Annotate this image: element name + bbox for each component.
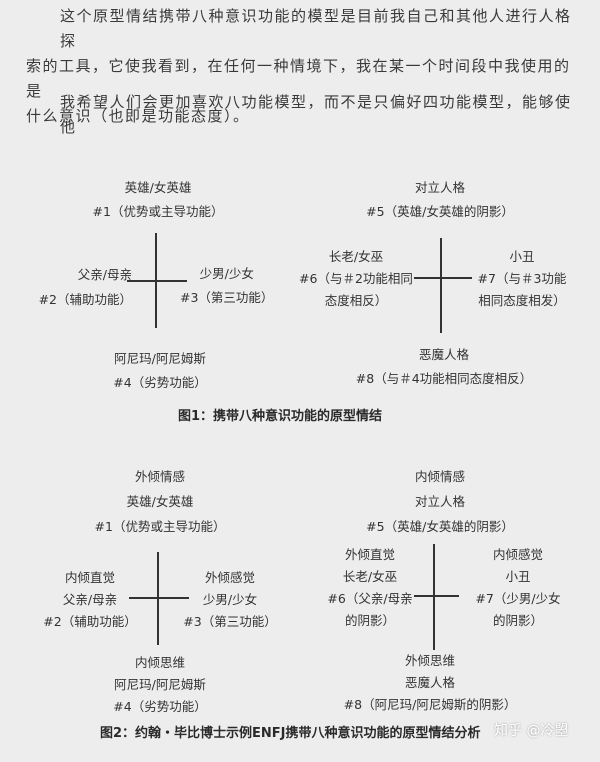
fig2-r-top-2: 对立人格 bbox=[414, 494, 466, 509]
fig2-r-bottom-3: #8（阿尼玛/阿尼姆斯的阴影） bbox=[343, 697, 517, 712]
fig1-left-bottom-label: 阿尼玛/阿尼姆斯 #4（劣势功能） bbox=[113, 347, 206, 395]
paragraph-1: 这个原型情结携带八种意识功能的模型是目前我自己和其他人进行人格探 索的工具，它使… bbox=[26, 4, 572, 129]
fig1-r-bottom-1: 恶魔人格 bbox=[418, 347, 470, 362]
fig2-left-horizontal-line bbox=[129, 597, 189, 599]
fig2-r-right-2: 小丑 bbox=[505, 569, 531, 584]
fig2-r-right-3: #7（少男/少女 bbox=[475, 591, 561, 606]
fig1-right-vertical-line bbox=[440, 238, 442, 333]
fig2-left-right-label: 外倾感觉 少男/少女 #3（第三功能） bbox=[183, 567, 276, 633]
fig1-left-top-label: 英雄/女英雄 #1（优势或主导功能） bbox=[93, 176, 224, 224]
fig2-right-right-label: 内倾感觉 小丑 #7（少男/少女 的阴影） bbox=[475, 544, 560, 632]
fig2-l-left-1: 内倾直觉 bbox=[64, 570, 115, 585]
fig2-right-top-label: 内倾情感 对立人格 #5（英雄/女英雄的阴影） bbox=[366, 464, 514, 539]
fig1-right-left-label: 长老/女巫 #6（与＃2功能相同 态度相反） bbox=[299, 246, 413, 312]
fig2-right-vertical-line bbox=[433, 544, 435, 650]
fig1-right-right-label: 小丑 #7（与＃3功能 相同态度相发） bbox=[478, 246, 567, 312]
fig2-r-top-3: #5（英雄/女英雄的阴影） bbox=[366, 519, 514, 534]
fig1-r-left-1: 长老/女巫 bbox=[328, 249, 384, 264]
fig2-r-right-4: 的阴影） bbox=[492, 613, 544, 628]
fig1-l-top-1: 英雄/女英雄 bbox=[124, 180, 192, 195]
fig1-right-bottom-label: 恶魔人格 #8（与＃4功能相同态度相反） bbox=[356, 343, 532, 391]
figure-1-caption: 图1：携带八种意识功能的原型情结 bbox=[178, 409, 383, 424]
fig1-left-horizontal-line bbox=[127, 280, 187, 282]
fig2-l-left-3: #2（辅助功能） bbox=[43, 614, 137, 629]
watermark-text: 知乎 @冷曌 bbox=[494, 723, 569, 739]
fig2-l-top-2: 英雄/女英雄 bbox=[126, 494, 194, 509]
fig2-r-left-4: 的阴影） bbox=[344, 613, 396, 628]
fig1-left-left-label: 父亲/母亲 #2（辅助功能） bbox=[8, 262, 132, 312]
fig1-l-bottom-2: #4（劣势功能） bbox=[113, 375, 207, 390]
fig2-left-bottom-label: 内倾思维 阿尼玛/阿尼姆斯 #4（劣势功能） bbox=[113, 652, 206, 718]
fig1-r-right-1: 小丑 bbox=[509, 249, 535, 264]
fig1-l-left-2: #2（辅助功能） bbox=[38, 292, 132, 307]
fig2-r-left-3: #6（父亲/母亲 bbox=[327, 591, 413, 606]
fig2-l-top-3: #1（优势或主导功能） bbox=[94, 519, 226, 534]
fig2-r-left-1: 外倾直觉 bbox=[344, 547, 396, 562]
fig2-r-right-1: 内倾感觉 bbox=[492, 547, 544, 562]
fig1-r-left-3: 态度相反） bbox=[324, 293, 388, 308]
fig1-l-top-2: #1（优势或主导功能） bbox=[92, 204, 224, 219]
fig1-r-left-2: #6（与＃2功能相同 bbox=[299, 271, 413, 286]
fig2-right-left-label: 外倾直觉 长老/女巫 #6（父亲/母亲 的阴影） bbox=[327, 544, 412, 632]
fig2-left-left-label: 内倾直觉 父亲/母亲 #2（辅助功能） bbox=[43, 567, 136, 633]
fig2-l-bottom-3: #4（劣势功能） bbox=[113, 699, 207, 714]
fig2-r-bottom-1: 外倾思维 bbox=[404, 653, 456, 668]
fig2-l-right-2: 少男/少女 bbox=[202, 592, 258, 607]
fig1-left-right-label: 少男/少女 #3（第三功能） bbox=[180, 262, 273, 310]
fig2-right-horizontal-line bbox=[414, 595, 459, 597]
fig2-l-bottom-2: 阿尼玛/阿尼姆斯 bbox=[114, 677, 206, 692]
paragraph-2: 我希望人们会更加喜欢八功能模型，而不是只偏好四功能模型，能够使他 bbox=[26, 90, 572, 140]
fig1-right-horizontal-line bbox=[414, 277, 472, 279]
fig2-r-top-1: 内倾情感 bbox=[414, 469, 466, 484]
fig2-l-bottom-1: 内倾思维 bbox=[134, 655, 185, 670]
paragraph-1-line-2: 索的工具，它使我看到，在任何一种情境下，我在某一个时间段中我使用的是 bbox=[26, 57, 571, 100]
fig1-r-top-1: 对立人格 bbox=[414, 180, 466, 195]
paragraph-2-line-1: 我希望人们会更加喜欢八功能模型，而不是只偏好四功能模型，能够使他 bbox=[60, 93, 572, 136]
fig2-l-top-1: 外倾情感 bbox=[134, 469, 185, 484]
fig1-r-right-3: 相同态度相发） bbox=[478, 293, 566, 308]
fig1-l-bottom-1: 阿尼玛/阿尼姆斯 bbox=[114, 351, 206, 366]
paragraph-1-line-3: 什么意识（也即是功能态度）。 bbox=[26, 107, 250, 125]
fig2-l-right-1: 外倾感觉 bbox=[204, 570, 255, 585]
figure-2-caption: 图2：约翰・毕比博士示例ENFJ携带八种意识功能的原型情结分析 bbox=[100, 726, 481, 741]
fig2-left-top-label: 外倾情感 英雄/女英雄 #1（优势或主导功能） bbox=[95, 464, 226, 539]
fig2-l-right-3: #3（第三功能） bbox=[183, 614, 277, 629]
fig1-l-right-1: 少男/少女 bbox=[199, 266, 254, 281]
fig1-l-right-2: #3（第三功能） bbox=[180, 290, 274, 305]
fig1-right-top-label: 对立人格 #5（英雄/女英雄的阴影） bbox=[366, 176, 514, 224]
fig1-r-top-2: #5（英雄/女英雄的阴影） bbox=[366, 204, 514, 219]
paragraph-1-line-1: 这个原型情结携带八种意识功能的模型是目前我自己和其他人进行人格探 bbox=[60, 7, 572, 50]
fig2-r-left-2: 长老/女巫 bbox=[342, 569, 398, 584]
fig1-r-bottom-2: #8（与＃4功能相同态度相反） bbox=[355, 371, 533, 386]
fig2-right-bottom-label: 外倾思维 恶魔人格 #8（阿尼玛/阿尼姆斯的阴影） bbox=[344, 650, 517, 716]
fig1-r-right-2: #7（与＃3功能 bbox=[477, 271, 567, 286]
fig1-l-left-1: 父亲/母亲 bbox=[77, 267, 132, 282]
fig2-l-left-2: 父亲/母亲 bbox=[62, 592, 118, 607]
fig2-r-bottom-2: 恶魔人格 bbox=[404, 675, 456, 690]
